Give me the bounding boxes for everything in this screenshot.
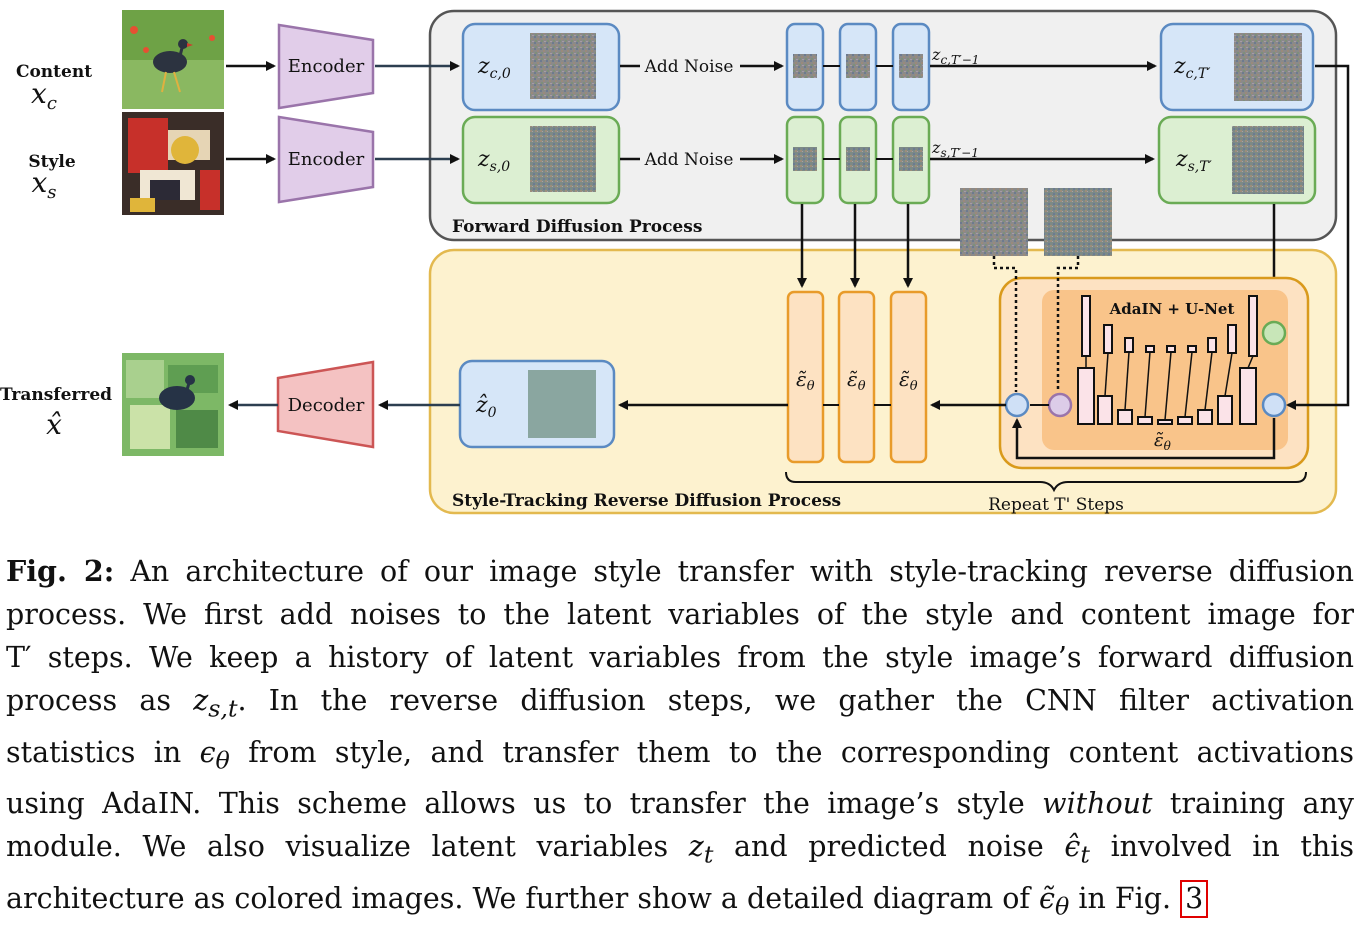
figure-3-link[interactable]: 3 xyxy=(1180,880,1209,919)
content-symbol: xc xyxy=(31,77,57,114)
transferred-image xyxy=(122,353,224,456)
content-latent-stack xyxy=(785,22,931,112)
content-encoder-label: Encoder xyxy=(288,56,365,77)
caption-line-1: Fig. 2: An architecture of our image sty… xyxy=(6,554,1355,588)
unet-epsilon-label: ε̃θ xyxy=(1154,430,1172,453)
latent-node xyxy=(1004,392,1030,418)
epsilon-label-3: ε̃θ xyxy=(899,367,918,394)
latent-zsT-thumb xyxy=(1232,126,1304,194)
figure-caption: Fig. 2: An architecture of our image sty… xyxy=(6,550,1354,929)
style-encoder-block xyxy=(277,115,375,204)
caption-line-6: using AdaIN. This scheme allows us to tr… xyxy=(6,787,1355,821)
gaussian-noise-thumb xyxy=(1044,188,1112,256)
style-input-node xyxy=(1261,320,1287,346)
style-label: Style xyxy=(28,152,75,172)
latent-zs0-label: zs,0 xyxy=(477,147,510,175)
content-label: Content xyxy=(16,62,92,82)
latent-zc0-label: zc,0 xyxy=(477,54,511,82)
caption-line-2: process. We first add noises to the late… xyxy=(6,598,1354,631)
dotted-link xyxy=(1056,256,1080,392)
style-latent-stack xyxy=(785,115,931,205)
decoder-label: Decoder xyxy=(288,395,365,416)
figure-label: Fig. 2: xyxy=(6,554,115,588)
caption-line-3: T′ steps. We keep a history of latent va… xyxy=(6,641,1354,674)
content-input-node xyxy=(1261,392,1287,418)
reverse-diffusion-label: Style-Tracking Reverse Diffusion Process xyxy=(452,491,841,511)
arrow xyxy=(1286,64,1350,410)
style-encoder-label: Encoder xyxy=(288,149,365,170)
repeat-brace xyxy=(785,471,1307,493)
latent-zc0-thumb xyxy=(530,33,596,99)
style-symbol: xs xyxy=(31,166,56,203)
latent-zhat0-label: ẑ0 xyxy=(475,393,497,421)
loop-arrow xyxy=(1012,418,1276,460)
repeat-steps-label: Repeat T' Steps xyxy=(988,495,1124,515)
style-image xyxy=(122,112,224,215)
latent-zhat0-thumb xyxy=(528,370,596,438)
transferred-label: Transferred xyxy=(0,385,112,405)
noise-node xyxy=(1047,392,1073,418)
caption-line-7: module. We also visualize latent variabl… xyxy=(6,830,1354,870)
forward-diffusion-label: Forward Diffusion Process xyxy=(452,217,702,237)
adain-unet-label: AdaIN + U-Net xyxy=(1109,300,1235,318)
forward-diffusion-region xyxy=(428,9,1338,242)
latent-zs0-thumb xyxy=(530,126,596,192)
latent-zcT-label: zc,T′ xyxy=(1173,54,1211,82)
content-encoder-block xyxy=(277,23,375,110)
latent-zcT1-label: zc,T′−1 xyxy=(931,45,979,67)
epsilon-blocks xyxy=(786,290,928,464)
decoder-block xyxy=(276,360,375,449)
dotted-link xyxy=(992,256,1018,392)
caption-line-4: process as zs,t. In the reverse diffusio… xyxy=(6,684,1354,723)
latent-zsT-label: zs,T′ xyxy=(1175,147,1213,175)
add-noise-content-label: Add Noise xyxy=(644,57,734,77)
transferred-symbol: x̂ xyxy=(46,408,62,441)
latent-zsT1-label: zs,T′−1 xyxy=(931,138,979,160)
architecture-diagram: Forward Diffusion Process Style-Tracking… xyxy=(0,9,1350,515)
caption-line-5: statistics in ϵθ from style, and transfe… xyxy=(6,735,1355,775)
add-noise-style-label: Add Noise xyxy=(644,150,734,170)
epsilon-label-1: ε̃θ xyxy=(796,367,815,394)
epsilon-label-2: ε̃θ xyxy=(847,367,866,394)
content-image xyxy=(122,10,224,109)
predicted-noise-thumb xyxy=(960,188,1028,256)
unet-connectors xyxy=(1085,351,1254,421)
latent-zcT-thumb xyxy=(1234,33,1302,101)
